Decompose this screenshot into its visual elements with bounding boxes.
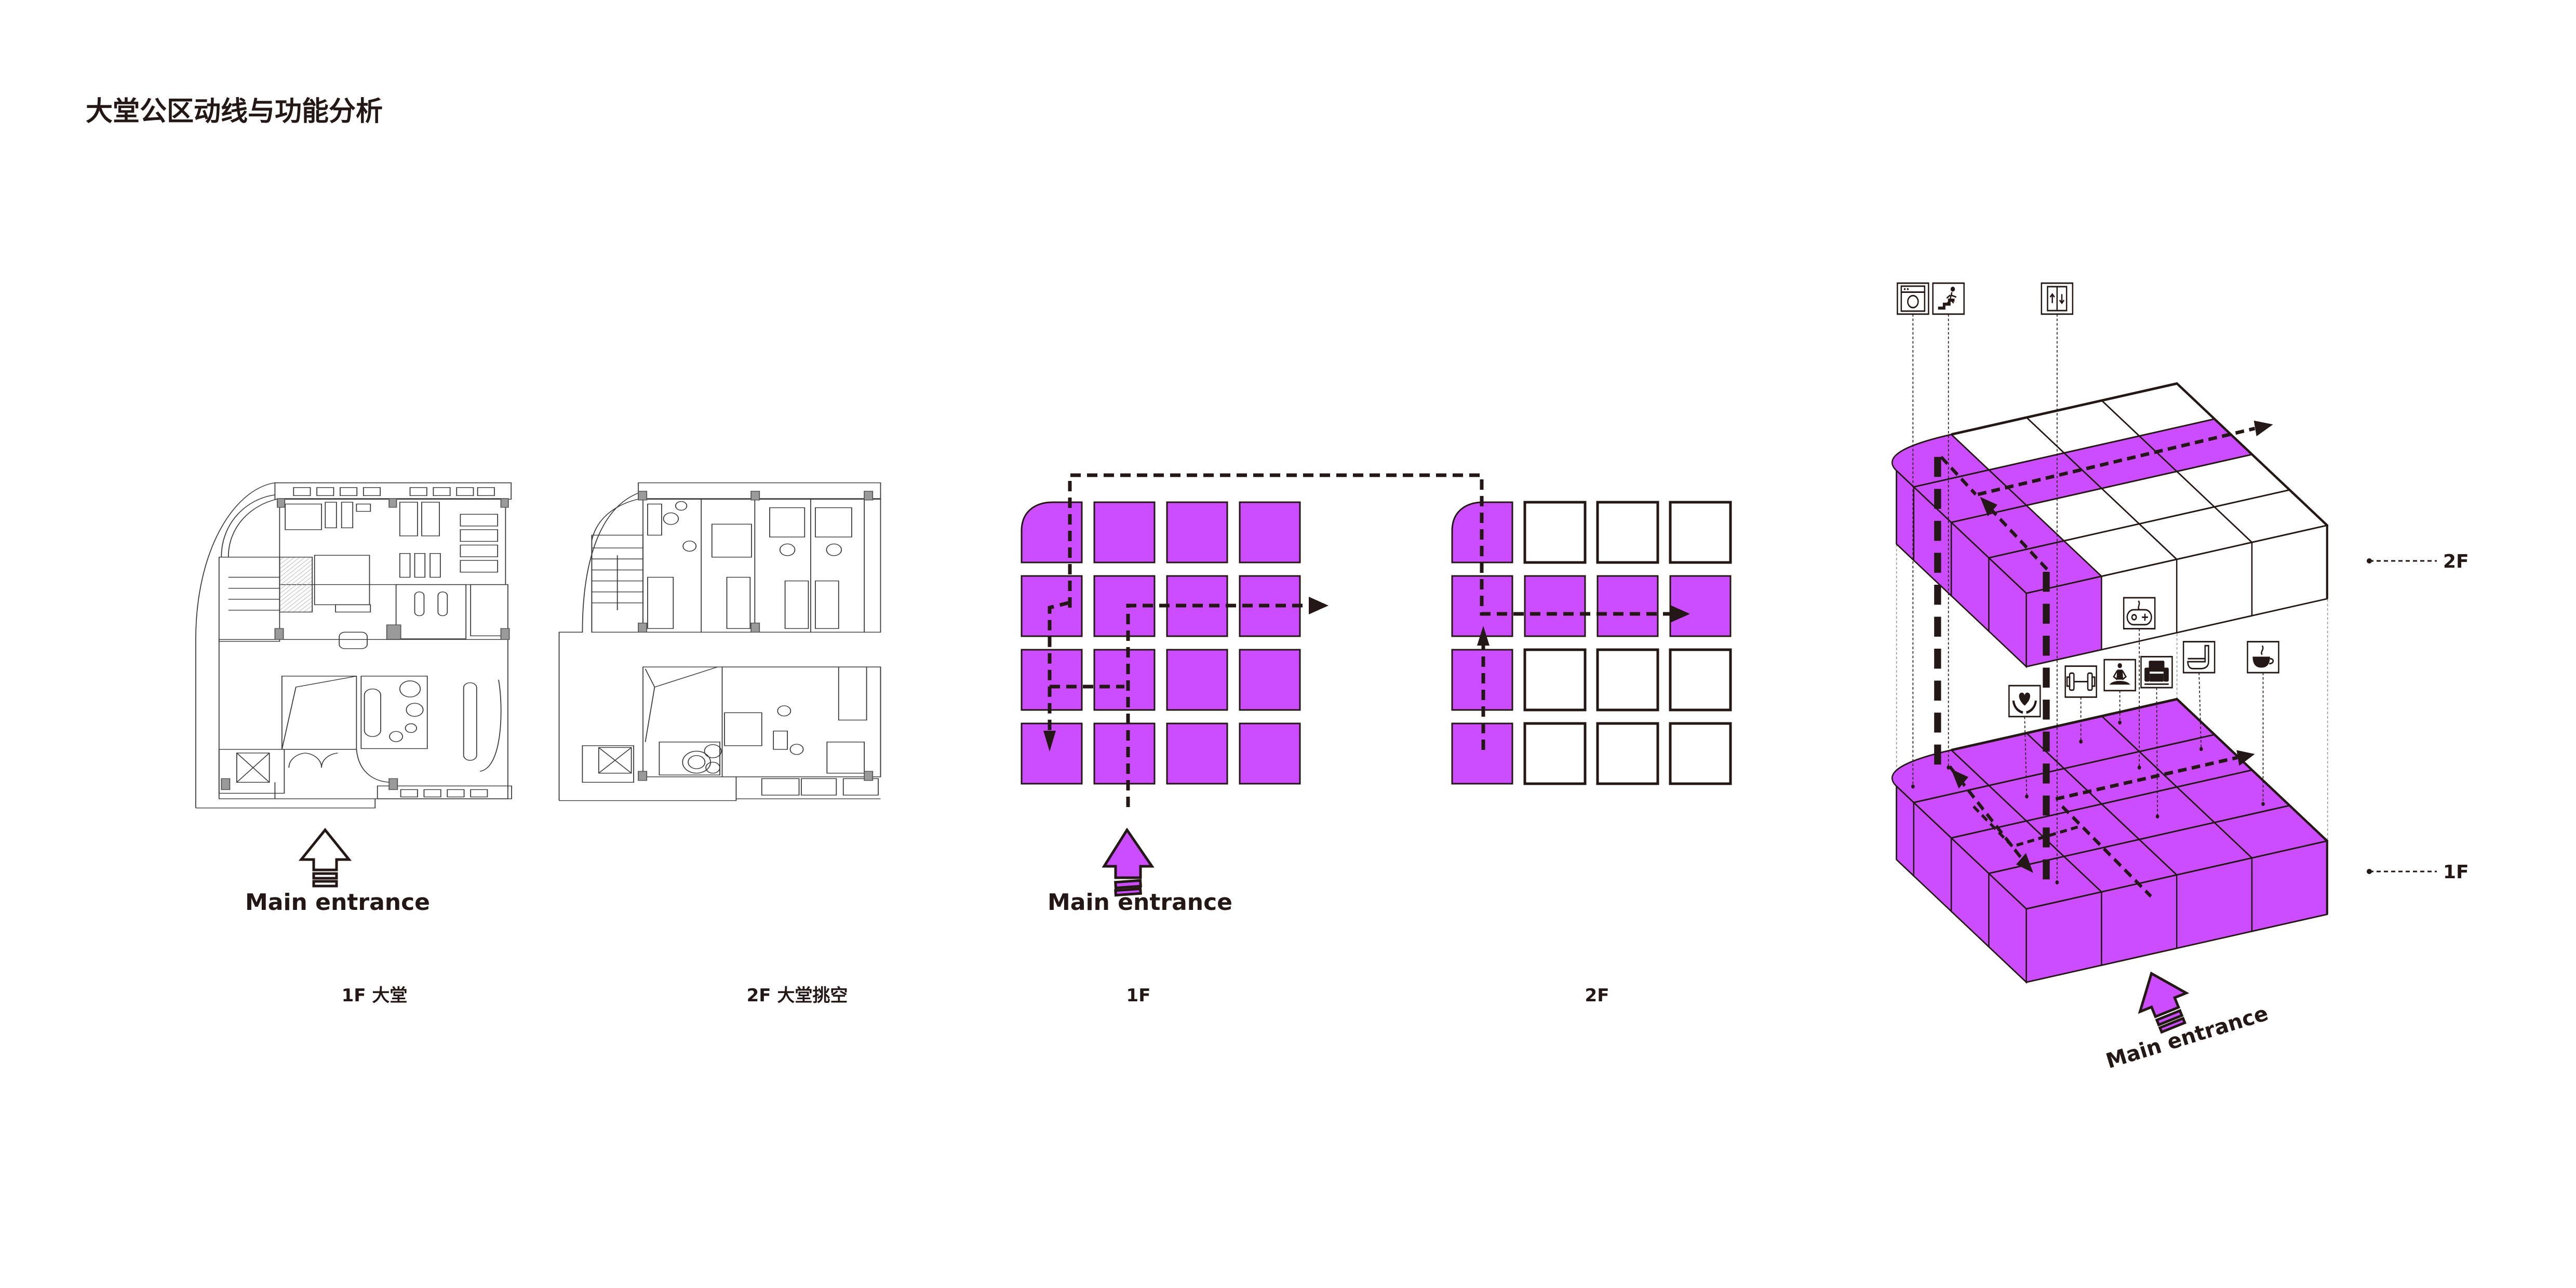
panel-label-2f-grid: 2F — [1585, 985, 1609, 1006]
main-entrance-arrow-grid — [1102, 827, 1155, 897]
stairs-exit-icon — [1932, 282, 1965, 770]
svg-text:2F: 2F — [2443, 551, 2469, 572]
leader-dot — [2055, 880, 2059, 884]
arrowhead — [1951, 769, 1968, 789]
grid-cell-rounded — [1021, 501, 1083, 564]
panel-label-1f-grid: 1F — [1126, 985, 1151, 1006]
leader-dot — [2155, 814, 2159, 819]
grid-cell — [1523, 722, 1587, 785]
grid-cell — [1596, 722, 1659, 785]
panel-label-1f-lobby: 1F 大堂 — [342, 985, 408, 1006]
care-heart-icon — [2008, 685, 2041, 799]
arrowhead — [1043, 731, 1056, 752]
axonometric-diagram — [1891, 282, 2329, 984]
floor-plan-2f — [558, 482, 881, 801]
grid-cell — [1669, 722, 1732, 785]
dashed-path — [1048, 600, 1070, 732]
panel-label-2f-atrium: 2F 大堂挑空 — [747, 985, 848, 1006]
floor-tag-1f: 1F — [2367, 862, 2469, 883]
circulation-paths-2f — [1940, 420, 2273, 571]
grid-cell — [1523, 648, 1587, 712]
main-entrance-label-plan: Main entrance — [245, 889, 430, 916]
grid-cell — [1596, 575, 1659, 637]
leader-dot — [2137, 765, 2141, 770]
dashed-path — [1973, 805, 2080, 848]
icon-frame — [1897, 282, 1929, 315]
sofa-lounge-icon — [2140, 655, 2173, 819]
leader-dot — [1911, 784, 1915, 789]
grid-cell — [1239, 722, 1301, 785]
grid-cell — [1093, 501, 1156, 564]
grid-cell — [1239, 501, 1301, 564]
grid-cell — [1093, 575, 1156, 637]
slab-outline — [1951, 382, 2328, 599]
grid-cell — [1093, 722, 1156, 785]
leader-dot — [1947, 765, 1950, 770]
dashed-path — [1977, 426, 2256, 497]
grid-cell — [1451, 722, 1513, 785]
circulation-paths-1f — [1948, 750, 2255, 898]
leader-line — [2156, 687, 2158, 817]
dashed-path — [1948, 765, 2031, 870]
toilet-icon — [2182, 641, 2216, 752]
grid-cell — [1596, 501, 1659, 564]
grid-cell — [1669, 575, 1732, 637]
grid-cell — [1166, 722, 1228, 785]
circulation-paths-grid — [1043, 473, 1690, 807]
arrowhead — [1309, 597, 1329, 614]
floor-plan-1f — [195, 482, 512, 809]
grid-cell — [1239, 649, 1301, 711]
floor-tag-2f: 2F — [2367, 551, 2469, 572]
dashed-path — [2055, 756, 2238, 801]
main-entrance-label-axon: Main entrance — [2103, 1001, 2271, 1074]
gym-dumbbell-icon — [2064, 665, 2097, 744]
main-entrance-arrow-axon — [2138, 971, 2190, 1034]
grid-diagram-2f — [1451, 501, 1732, 785]
arrowhead — [2236, 750, 2255, 766]
main-entrance-arrow-plan — [298, 828, 352, 888]
dashed-path — [1126, 603, 1309, 807]
arrowhead — [1980, 497, 1997, 517]
grid-cell — [1093, 649, 1156, 711]
grid-cell — [1669, 648, 1732, 712]
grid-diagram-1f — [1021, 501, 1301, 785]
dashed-path — [1940, 455, 1977, 496]
slab-outline — [1951, 697, 2328, 915]
leader-dot — [2118, 720, 2122, 725]
leader-dot — [2199, 747, 2203, 752]
coffee-icon — [2247, 641, 2279, 806]
leader-line — [2198, 673, 2202, 749]
game-controller-icon — [2123, 597, 2156, 770]
arrowhead — [1670, 605, 1690, 623]
yoga-icon — [2103, 659, 2136, 725]
leader-dot — [2079, 740, 2083, 744]
elevator-icon — [2041, 282, 2074, 884]
washer-icon — [1897, 282, 1929, 789]
grid-cell — [1596, 648, 1659, 712]
arrowhead — [1477, 626, 1490, 646]
arrowhead — [2253, 420, 2273, 437]
grid-cell — [1669, 501, 1732, 564]
arrowhead — [2016, 853, 2033, 873]
page-title: 大堂公区动线与功能分析 — [86, 96, 383, 127]
grid-cell — [1021, 649, 1083, 711]
dashed-path — [1068, 473, 1672, 616]
leader-dot — [2261, 802, 2265, 806]
dashed-path — [2061, 805, 2152, 898]
svg-text:1F: 1F — [2443, 862, 2469, 883]
grid-cell — [1523, 501, 1587, 564]
grid-cell — [1524, 575, 1586, 637]
leader-dot — [2025, 794, 2029, 799]
main-entrance-label-grid: Main entrance — [1048, 889, 1232, 916]
grid-cell — [1166, 501, 1228, 564]
slab-1f — [1891, 697, 2329, 984]
icon-frame — [2182, 641, 2216, 674]
grid-cell — [1166, 649, 1228, 711]
